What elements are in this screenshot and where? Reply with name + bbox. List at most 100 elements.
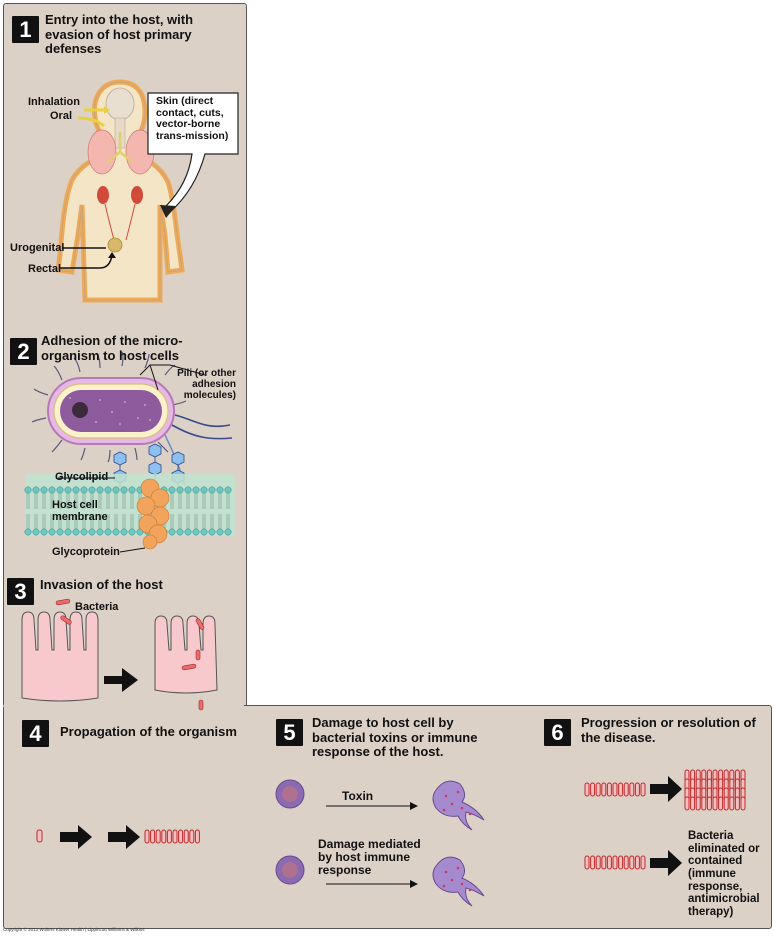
lipid-head (168, 486, 176, 494)
bacterium-cell (601, 782, 607, 797)
label-skin: Skin (direct contact, cuts, vector-borne… (156, 95, 229, 142)
lipid-head (112, 486, 120, 494)
lipid-head (64, 528, 72, 536)
lipid-head (176, 528, 184, 536)
bacterium-cell (590, 855, 596, 870)
bacterium-cell (629, 855, 635, 870)
panel-seam (4, 702, 244, 708)
lipid-head (40, 486, 48, 494)
panel-bottom (3, 705, 772, 929)
lipid-head (48, 486, 56, 494)
step-3-title: Invasion of the host (40, 577, 163, 592)
lipid-head (224, 528, 232, 536)
lipid-head (32, 486, 40, 494)
label-pili: Pili (or other adhesion molecules) (177, 368, 236, 401)
bacterium-cell (623, 782, 629, 797)
bacterium-cell (584, 855, 590, 870)
progression (584, 769, 746, 876)
label-immune-damage: Damage mediated by host immune response (318, 837, 421, 878)
human-body-figure (55, 79, 185, 303)
bacterium-cell (684, 796, 690, 811)
bacterium-cell (618, 855, 624, 870)
bacterium-cell (612, 855, 618, 870)
step-4-badge: 4 (22, 720, 49, 747)
invasion-cells (21, 611, 218, 702)
lipid-head (56, 528, 64, 536)
bacterium-cell (690, 796, 696, 811)
bacterium-cell (606, 782, 612, 797)
label-toxin: Toxin (342, 789, 374, 803)
bacterium-cell (695, 796, 701, 811)
bacterium-cell (723, 796, 729, 811)
label-oral: Oral (50, 110, 73, 122)
propagation (36, 825, 200, 849)
step-6-badge: 6 (544, 719, 571, 746)
lipid-head (168, 528, 176, 536)
host-cell-membrane (24, 474, 235, 536)
step-6-title: Progression or resolution of the disease… (581, 715, 756, 745)
lipid-head (56, 486, 64, 494)
bacterium-cell (166, 829, 172, 844)
bacterium-cell (640, 782, 646, 797)
step-3-badge: 3 (7, 578, 34, 605)
lipid-head (224, 486, 232, 494)
lipid-head (80, 528, 88, 536)
lipid-head (32, 528, 40, 536)
lipid-head (176, 486, 184, 494)
label-urogenital: Urogenital (10, 242, 65, 254)
label-eliminated: Bacteria eliminated or contained (immune… (688, 830, 760, 918)
copyright: Copyright © 2013 Wolters Kluwer Health |… (3, 927, 145, 932)
lipid-head (128, 528, 136, 536)
bacterium-cell (729, 796, 735, 811)
invasion-bacteria (55, 598, 205, 711)
bacterium-cell (718, 796, 724, 811)
bacterium-cell (606, 855, 612, 870)
lipid-head (184, 528, 192, 536)
bacterium-cell (178, 829, 184, 844)
bacterium-cell (595, 782, 601, 797)
lipid-head (200, 486, 208, 494)
glycoprotein (136, 478, 170, 550)
label-rectal: Rectal (28, 263, 62, 275)
bacterium-cell (712, 796, 718, 811)
lipid-head (208, 528, 216, 536)
bacterium-cell (590, 782, 596, 797)
lipid-head (192, 528, 200, 536)
bacterium-cell (640, 855, 646, 870)
step-1-title: Entry into the host, with evasion of hos… (45, 12, 194, 57)
bacterium-cell (189, 829, 195, 844)
label-host-membrane: Host cell membrane (52, 499, 108, 524)
step-2-title: Adhesion of the micro-organism to host c… (41, 333, 183, 363)
lipid-head (216, 486, 224, 494)
damage-immune-row (275, 855, 485, 907)
lipid-head (96, 528, 104, 536)
bacterium-cell (584, 782, 590, 797)
lipid-head (192, 486, 200, 494)
lipid-head (80, 486, 88, 494)
lipid-head (24, 486, 32, 494)
skin-callout (147, 92, 239, 218)
step-5-title: Damage to host cell by bacterial toxins … (312, 715, 478, 760)
bacterium-cell (629, 782, 635, 797)
step-1-badge: 1 (12, 16, 39, 43)
lipid-head (72, 528, 80, 536)
lipid-head (72, 486, 80, 494)
bacterium-cell (144, 829, 150, 844)
lipid-head (200, 528, 208, 536)
bacterium-cell (706, 796, 712, 811)
bacterium-cell (161, 829, 167, 844)
bacterium-adhesion (31, 351, 233, 486)
step-2-badge: 2 (10, 338, 37, 365)
label-inhalation: Inhalation (28, 96, 80, 108)
step-5-badge: 5 (276, 719, 303, 746)
bacterium-cell (618, 782, 624, 797)
bacterium-cell (172, 829, 178, 844)
lipid-head (88, 486, 96, 494)
damage-toxin-row (275, 779, 485, 831)
bacterium-cell (734, 796, 740, 811)
bacterium-cell (155, 829, 161, 844)
bacterium-cell (701, 796, 707, 811)
lipid-head (216, 528, 224, 536)
lipid-head (128, 486, 136, 494)
